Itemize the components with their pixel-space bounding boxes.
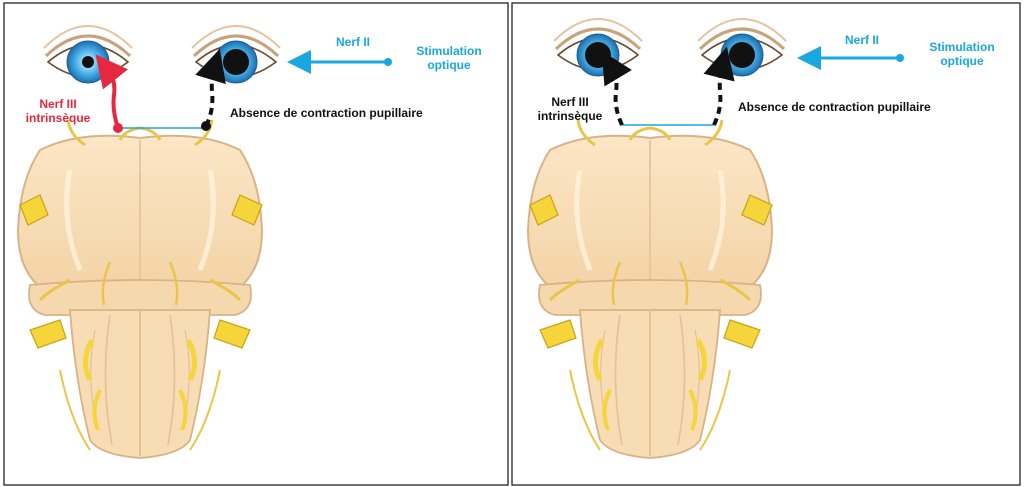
eye-left-2 [190,24,282,85]
absence-label-right: Absence de contraction pupillaire [738,100,931,114]
absence-dot-left [201,121,211,131]
eye-left-1 [42,24,134,85]
absence-path-left [195,48,226,127]
nerf2-label-right: Nerf II [845,33,879,47]
absence-label-left: Absence de contraction pupillaire [230,106,423,120]
nerf3-dot-left [113,123,123,133]
stim-dot-right [896,54,904,62]
nerf3-path-left [95,54,128,129]
nerf2-label-left: Nerf II [336,35,370,49]
nerf3-path-right [601,50,632,126]
eye-right-2 [696,17,788,78]
stim-dot-left [384,58,392,66]
absence-path-right [703,46,735,126]
